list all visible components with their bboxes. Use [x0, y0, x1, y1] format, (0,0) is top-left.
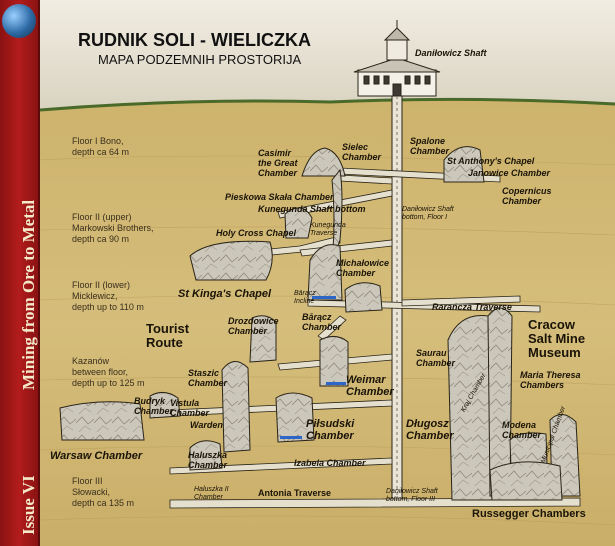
chamber-haluszka — [189, 440, 223, 471]
series-subtitle: Mining from Ore to Metal — [19, 199, 38, 390]
chamber-st-kinga — [189, 240, 273, 281]
st-kinga-chapel-label: St Kinga's Chapel — [178, 288, 272, 300]
chamber-warsaw — [59, 401, 145, 441]
chambers — [59, 146, 581, 501]
antonia-traverse-label: Antonia Traverse — [258, 488, 332, 498]
raranca-traverse-label: Rarańcza Traverse — [432, 302, 512, 312]
sidebar-banner: Issue VI Mining from Ore to Metal — [0, 0, 40, 546]
chamber-staszic — [221, 361, 251, 453]
chamber-pilsudski — [275, 392, 315, 443]
izabela-chamber-label: Izabela Chamber — [294, 458, 366, 468]
chamber-michalowice — [307, 244, 343, 301]
russegger-chambers-label: Russegger Chambers — [472, 508, 586, 520]
chamber-sielec — [301, 147, 346, 177]
floor-2-lower-label: Floor II (lower)Micklewicz,depth up to 1… — [72, 280, 144, 312]
warden-label: Warden — [190, 420, 223, 430]
map-subtitle: MAPA PODZEMNIH PROSTORIJA — [98, 52, 302, 67]
chamber-russegger — [489, 461, 563, 501]
floor-1-label: Floor I Bono,depth ca 64 m — [72, 136, 130, 157]
sky — [40, 0, 615, 110]
warsaw-chamber-label: Warsaw Chamber — [50, 450, 143, 462]
chamber-st-anthony — [443, 146, 485, 183]
st-anthony-chapel-label: St Anthony's Chapel — [447, 156, 535, 166]
danilowicz-shaft-label: Daniłowicz Shaft — [415, 48, 487, 58]
chamber-baracz — [344, 282, 383, 313]
kunegunda-shaft-label: Kunegunda Shaft bottom — [258, 204, 366, 214]
shaft-headframe — [353, 20, 441, 97]
grass-line — [40, 97, 615, 112]
mine-map: RUDNIK SOLI - WIELICZKA MAPA PODZEMNIH P… — [40, 0, 615, 546]
pools — [280, 296, 346, 439]
chamber-holy-cross — [284, 207, 313, 239]
holy-cross-chapel-label: Holy Cross Chapel — [216, 228, 297, 238]
floor-2-upper-label: Floor II (upper)Markowski Brothers,depth… — [72, 212, 154, 244]
map-title: RUDNIK SOLI - WIELICZKA — [78, 30, 311, 50]
janowice-chamber-label: Janowice Chamber — [468, 168, 551, 178]
globe-icon — [2, 4, 36, 38]
chamber-budryk — [149, 392, 181, 419]
mine-cross-section — [40, 0, 615, 546]
issue-label: Issue VI — [19, 475, 38, 535]
chamber-drozdowice — [249, 315, 277, 363]
pieskowa-chamber-label: Pieskowa Skała Chamber — [225, 192, 334, 202]
chamber-weimar — [319, 336, 349, 387]
